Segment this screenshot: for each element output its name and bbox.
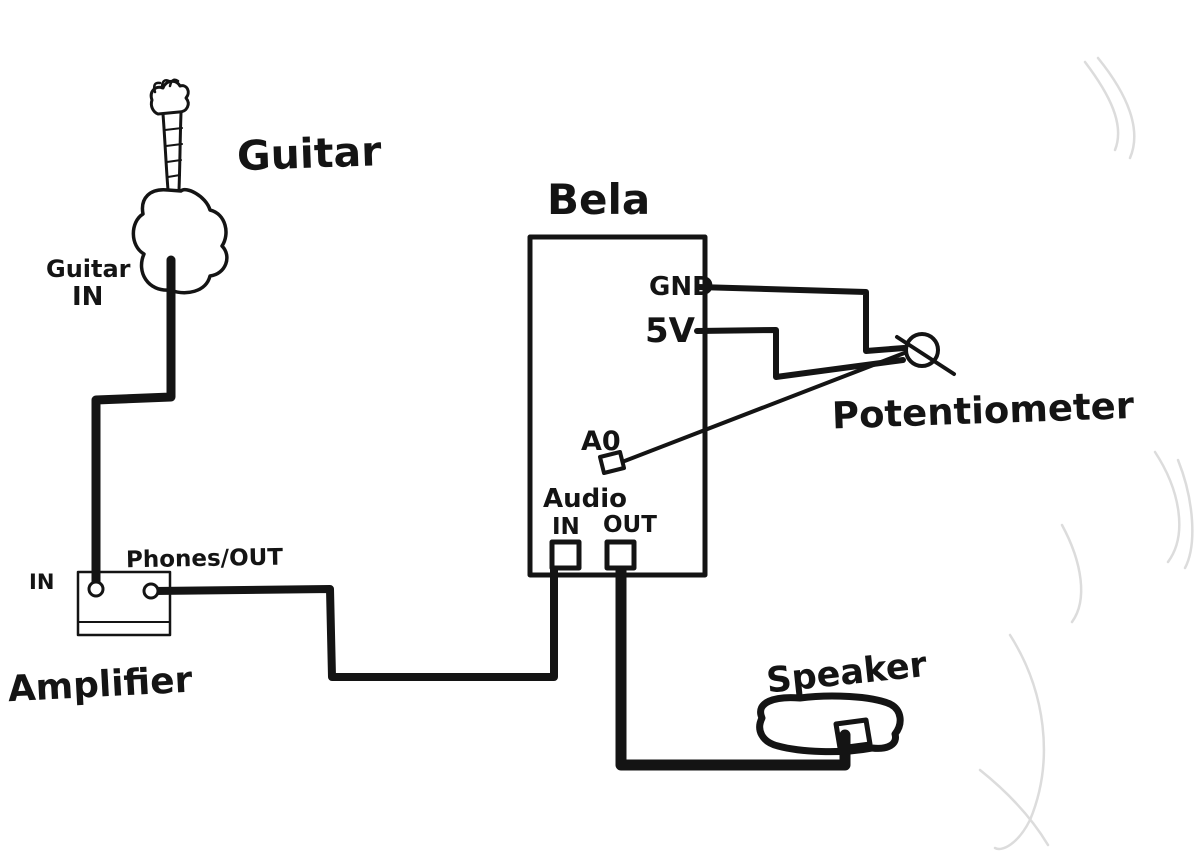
- amplifier-sketch: [76, 570, 172, 637]
- wire-5v-to-potentiometer: [694, 327, 906, 380]
- scribble-stroke: [978, 768, 1050, 847]
- audio-in-label: IN: [552, 514, 580, 540]
- bela-a0-pin: [598, 450, 626, 475]
- audio-out-label: OUT: [603, 512, 657, 538]
- bela-board-outline: [527, 234, 708, 578]
- bela-audio-in-jack: [549, 539, 582, 571]
- amplifier-phones-out-jack: [142, 582, 160, 600]
- potentiometer-sketch: [895, 332, 956, 376]
- bela-label: Bela: [547, 175, 650, 224]
- speaker-label: Speaker: [765, 645, 930, 702]
- labels: Guitar Guitar IN Bela GND 5V A0 Audio IN…: [7, 127, 1136, 710]
- scribble-stroke: [1060, 523, 1083, 624]
- stray-scribbles: [978, 56, 1194, 851]
- phones-out-label: Phones/OUT: [126, 545, 284, 574]
- wire-amp-to-bela-audio-in: [150, 556, 558, 681]
- bela-audio-out-jack: [604, 539, 637, 571]
- guitar-body: [131, 188, 229, 295]
- speaker-terminal: [833, 717, 873, 751]
- wire-guitar-to-amp: [91, 255, 176, 589]
- scribble-stroke: [1096, 56, 1136, 160]
- wires: [91, 255, 909, 771]
- guitar-sketch: [131, 78, 229, 295]
- wire-a0-to-potentiometer: [620, 350, 909, 464]
- a0-label: A0: [581, 426, 621, 457]
- scribble-stroke: [1176, 458, 1194, 570]
- amplifier-in-jack: [87, 580, 105, 598]
- guitar-neck: [161, 111, 183, 192]
- guitar-tuning-pegs: [152, 78, 180, 94]
- wire-bela-audio-out-to-speaker: [615, 554, 851, 771]
- scribble-stroke: [1153, 450, 1181, 564]
- five-volt-label: 5V: [645, 311, 696, 351]
- guitar-in-label: Guitar: [46, 255, 131, 283]
- potentiometer-label: Potentiometer: [831, 384, 1135, 438]
- guitar-label: Guitar: [236, 127, 383, 180]
- amp-in-label: IN: [29, 570, 54, 594]
- speaker-shape: [756, 692, 904, 756]
- amplifier-box: [76, 570, 172, 637]
- potentiometer-shaft: [895, 335, 956, 376]
- wire-gnd-to-potentiometer: [695, 284, 907, 354]
- scribble-stroke: [1083, 60, 1120, 152]
- gnd-label: GND: [649, 272, 714, 302]
- amplifier-label: Amplifier: [7, 660, 194, 711]
- scribble-stroke: [993, 633, 1046, 851]
- guitar-in-label-in: IN: [72, 282, 103, 312]
- audio-label: Audio: [543, 484, 627, 514]
- guitar-frets: [164, 127, 183, 178]
